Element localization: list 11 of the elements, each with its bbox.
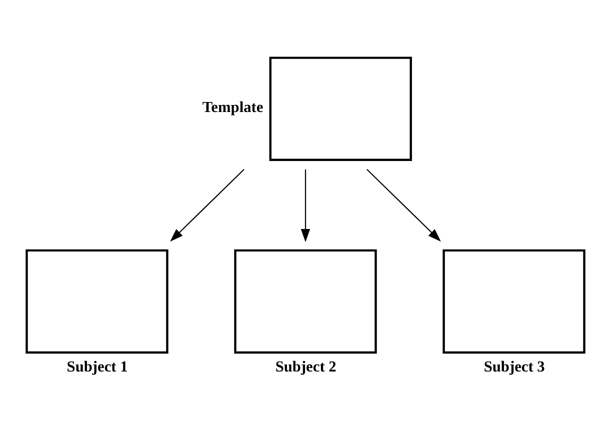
node-label: Subject 1 [66, 358, 128, 375]
arrow [170, 168, 244, 242]
arrow [366, 168, 441, 242]
node-label: Subject 3 [484, 358, 545, 375]
node-box [269, 56, 412, 160]
node-box [26, 248, 168, 354]
arrow [300, 168, 310, 242]
node-label: Template [202, 98, 264, 116]
node-label: Subject 2 [275, 358, 336, 375]
node-box [442, 248, 586, 354]
node-box [234, 248, 377, 354]
